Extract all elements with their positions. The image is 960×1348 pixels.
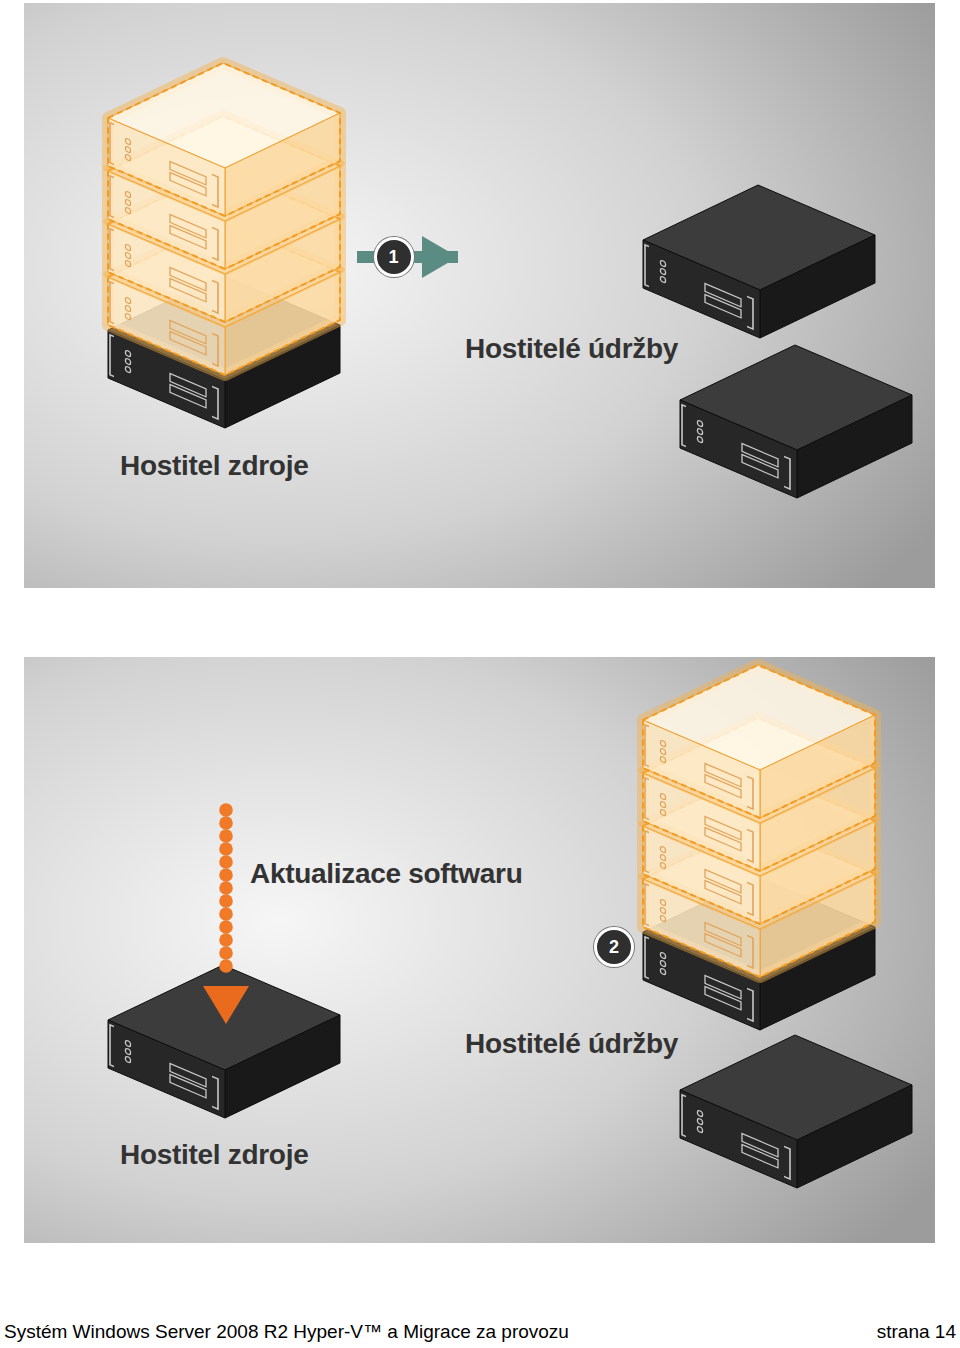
host-group: Hostitel zdroje <box>100 60 355 490</box>
host-group: Hostitelé údržby <box>460 680 915 1200</box>
server-box <box>680 1035 912 1188</box>
label-holder: strana 14 <box>877 1321 956 1343</box>
label-holder: 2 <box>594 927 634 967</box>
host-group: Hostitelé údržby <box>460 165 915 505</box>
step-label: Aktualizace softwaru <box>250 858 523 890</box>
virtual-machine <box>108 63 340 216</box>
host-label: Hostitelé údržby <box>465 333 678 365</box>
server-box <box>680 345 912 498</box>
edge-label-holder: 1 <box>374 237 414 277</box>
host-label: Hostitelé údržby <box>465 1028 678 1060</box>
virtual-machine <box>643 665 875 818</box>
update-arrow <box>203 803 249 1024</box>
page-number: strana 14 <box>877 1321 956 1343</box>
label-holder: Aktualizace softwaru <box>250 858 523 890</box>
footer-text: Systém Windows Server 2008 R2 Hyper-V™ a… <box>4 1321 569 1343</box>
host-label: Hostitel zdroje <box>120 1139 308 1171</box>
callout-number: 2 <box>594 927 634 967</box>
host-label: Hostitel zdroje <box>120 450 308 482</box>
panel-background <box>24 3 935 588</box>
host-group: Hostitel zdroje <box>100 995 355 1185</box>
callout-number: 1 <box>374 237 414 277</box>
panel-background <box>24 657 935 1243</box>
label-holder: Systém Windows Server 2008 R2 Hyper-V™ a… <box>4 1321 569 1343</box>
server-box <box>108 965 340 1118</box>
server-box <box>643 185 875 338</box>
